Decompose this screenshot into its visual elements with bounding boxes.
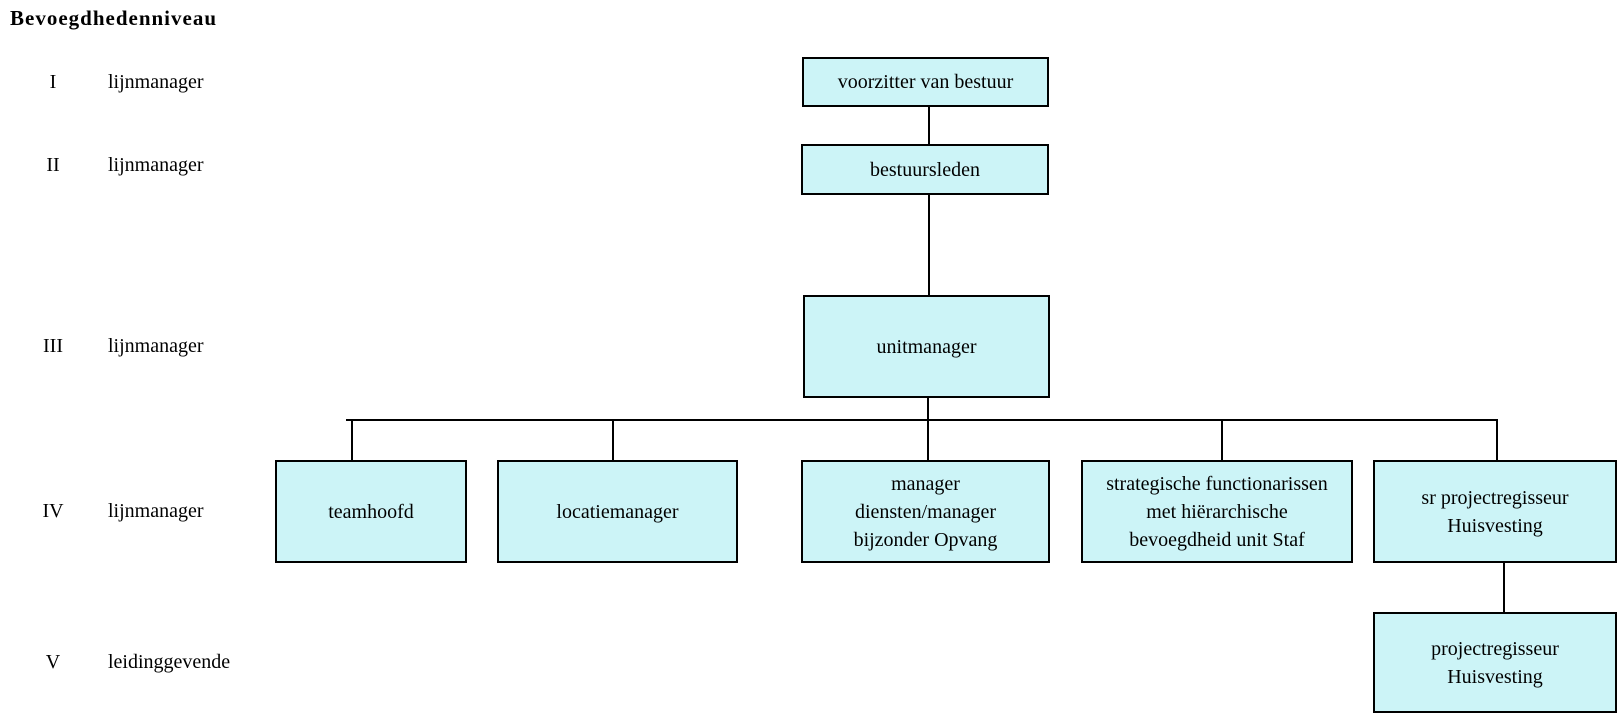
connector-srprojectregisseur-projectregisseur	[1503, 563, 1505, 612]
node-strategische-functionarissen: strategische functionarissen met hiërarc…	[1081, 460, 1353, 563]
connector-bus-strategische	[1221, 419, 1223, 460]
node-sr-projectregisseur: sr projectregisseur Huisvesting	[1373, 460, 1617, 563]
node-unitmanager: unitmanager	[803, 295, 1050, 398]
level-label: lijnmanager	[108, 499, 204, 522]
node-projectregisseur: projectregisseur Huisvesting	[1373, 612, 1617, 713]
connector-voorzitter-bestuursleden	[928, 107, 930, 144]
connector-bestuursleden-unitmanager	[928, 194, 930, 295]
connector-unitmanager-managerdiensten	[927, 398, 929, 460]
level-numeral: II	[46, 153, 60, 176]
node-voorzitter-van-bestuur: voorzitter van bestuur	[802, 57, 1049, 107]
connector-level4-bus	[346, 419, 1498, 421]
connector-bus-srprojectregisseur	[1496, 419, 1498, 460]
node-teamhoofd: teamhoofd	[275, 460, 467, 563]
node-locatiemanager: locatiemanager	[497, 460, 738, 563]
connector-bus-locatiemanager	[612, 419, 614, 460]
level-label: lijnmanager	[108, 153, 204, 176]
node-bestuursleden: bestuursleden	[801, 144, 1049, 195]
connector-bus-teamhoofd	[351, 419, 353, 460]
level-label: lijnmanager	[108, 334, 204, 357]
level-numeral: I	[49, 70, 57, 93]
level-numeral: III	[43, 334, 63, 357]
level-label: leidinggevende	[108, 650, 231, 673]
level-numeral: IV	[42, 499, 64, 522]
level-numeral: V	[45, 650, 61, 673]
level-label: lijnmanager	[108, 70, 204, 93]
node-manager-diensten: manager diensten/manager bijzonder Opvan…	[801, 460, 1050, 563]
page-title: Bevoegdhedenniveau	[10, 6, 218, 30]
